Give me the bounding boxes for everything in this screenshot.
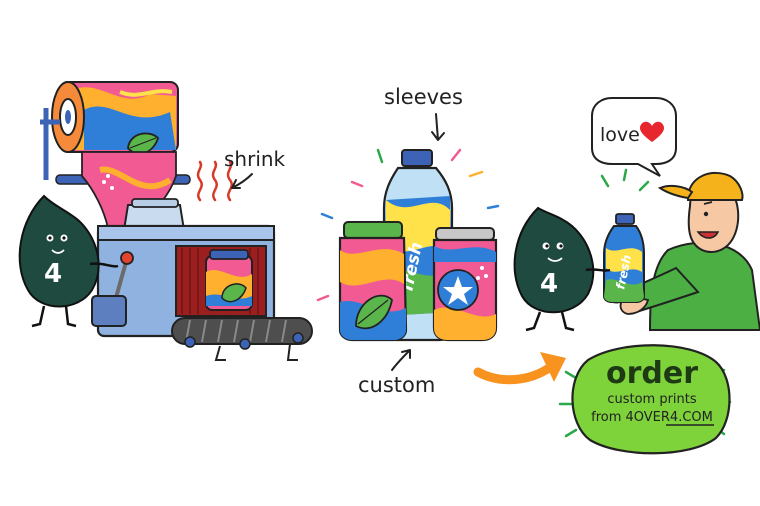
mascot-right-number: 4 — [540, 269, 558, 299]
sleeves-label: sleeves — [384, 85, 463, 109]
love-speech-bubble: love — [591, 97, 677, 177]
mascot-right: 4 — [513, 206, 611, 332]
orange-arrow — [473, 352, 566, 385]
handed-bottle: fresh — [603, 213, 645, 303]
order-badge-line2: from 4OVER4.COM — [591, 410, 713, 425]
sleeved-can — [432, 227, 498, 342]
sleeves-arrow — [431, 113, 445, 141]
bottle-sparkles — [600, 168, 650, 192]
shrink-label: shrink — [224, 147, 286, 171]
star-icon — [443, 276, 473, 305]
order-badge-line1: custom prints — [607, 392, 697, 407]
leaf-icon — [355, 294, 393, 330]
heart-icon — [640, 121, 664, 142]
mascot-left-number: 4 — [44, 259, 62, 289]
film-roll — [51, 81, 179, 155]
sleeved-jar — [205, 249, 253, 311]
order-badge-title: order — [606, 356, 698, 391]
sleeved-jar-front — [338, 221, 408, 342]
shrink-machine — [40, 81, 313, 361]
love-label: love — [600, 124, 640, 146]
custom-arrow — [391, 349, 411, 371]
mascot-left: 4 — [18, 194, 119, 328]
shrink-arrow — [231, 173, 253, 189]
custom-label: custom — [358, 373, 435, 397]
conveyor-belt — [171, 317, 313, 361]
order-badge[interactable]: order custom prints from 4OVER4.COM — [558, 344, 732, 455]
heat-waves-icon — [196, 160, 233, 202]
